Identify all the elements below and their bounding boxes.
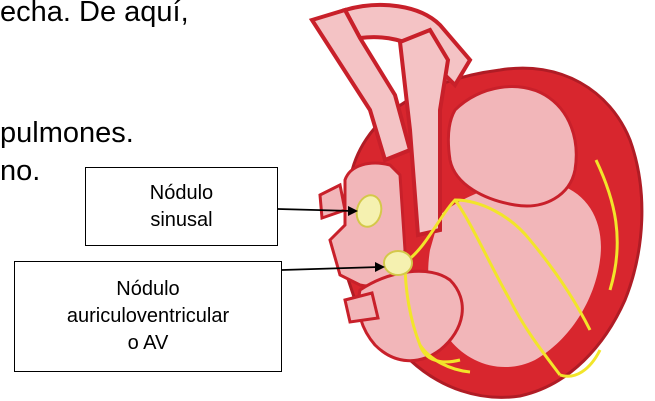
label-sinusal-line-1: Nódulo (150, 180, 213, 207)
atrioventricular-node (384, 251, 412, 275)
label-av-line-3: o AV (128, 330, 169, 357)
label-av-line-2: auriculoventricular (67, 303, 229, 330)
label-sinusal-line-2: sinusal (150, 207, 212, 234)
lower-tab (345, 293, 378, 322)
label-box-sinoatrial-node: Nódulo sinusal (85, 167, 278, 246)
label-av-line-1: Nódulo (116, 276, 179, 303)
label-box-av-node: Nódulo auriculoventricular o AV (14, 261, 282, 372)
right-auricle (320, 185, 345, 218)
